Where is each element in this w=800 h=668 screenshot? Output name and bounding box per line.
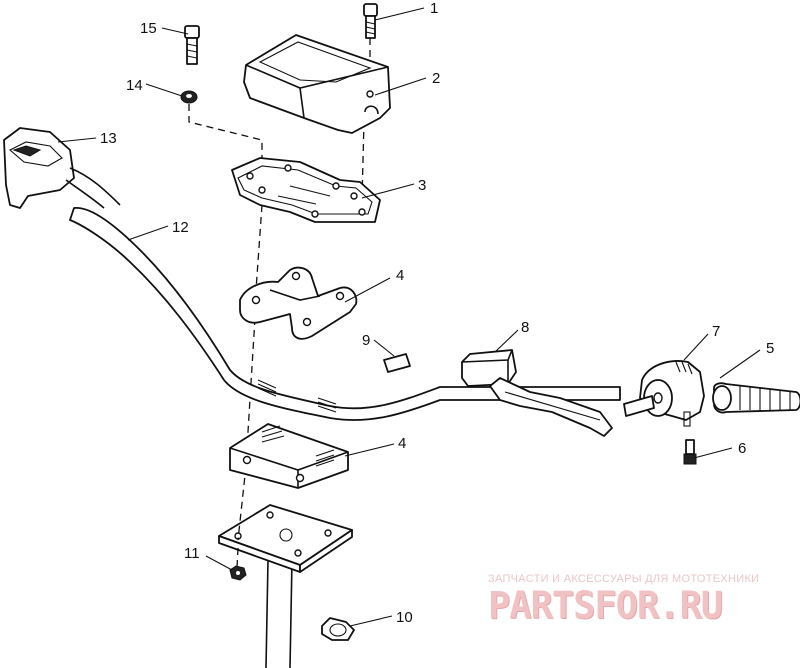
decal [383, 353, 411, 373]
bolt [363, 3, 378, 39]
callout-12: 12 [172, 219, 189, 236]
callout-9: 9 [362, 332, 370, 349]
callout-11: 11 [184, 545, 200, 562]
callout-4-lower: 4 [398, 435, 406, 452]
callout-4-upper: 4 [396, 267, 404, 284]
handlebar-cover-plate [231, 157, 381, 223]
cable-clamp [321, 617, 355, 641]
callout-7: 7 [712, 323, 720, 340]
brake-master-cylinder [461, 349, 613, 437]
callout-1: 1 [430, 0, 438, 17]
watermark-logo: PARTSFOR.RU [488, 584, 723, 627]
callout-5: 5 [766, 340, 774, 357]
callout-14: 14 [126, 77, 143, 94]
screw [184, 25, 200, 65]
callout-3: 3 [418, 177, 426, 194]
throttle-screw [683, 439, 697, 465]
leader-lines [57, 7, 761, 627]
callout-6: 6 [738, 440, 746, 457]
watermark-tagline: ЗАПЧАСТИ И АКСЕССУАРЫ ДЛЯ МОТОТЕХНИКИ [488, 573, 760, 585]
steering-post-plate [218, 504, 353, 573]
handlebar-pad [243, 34, 391, 134]
callout-labels: 1 2 3 4 4 5 6 7 8 9 10 11 12 13 14 15 [100, 0, 774, 626]
nut [229, 565, 247, 581]
switch-assembly [3, 127, 121, 209]
lower-handlebar-clamp [229, 423, 349, 489]
upper-handlebar-clamp [239, 266, 358, 340]
callout-10: 10 [396, 609, 413, 626]
callout-8: 8 [521, 319, 529, 336]
callout-13: 13 [100, 130, 117, 147]
callout-2: 2 [432, 70, 440, 87]
washer [180, 90, 198, 104]
throttle-housing [623, 360, 705, 427]
callout-15: 15 [140, 20, 157, 37]
grip [712, 382, 800, 414]
steering-post [265, 559, 293, 668]
